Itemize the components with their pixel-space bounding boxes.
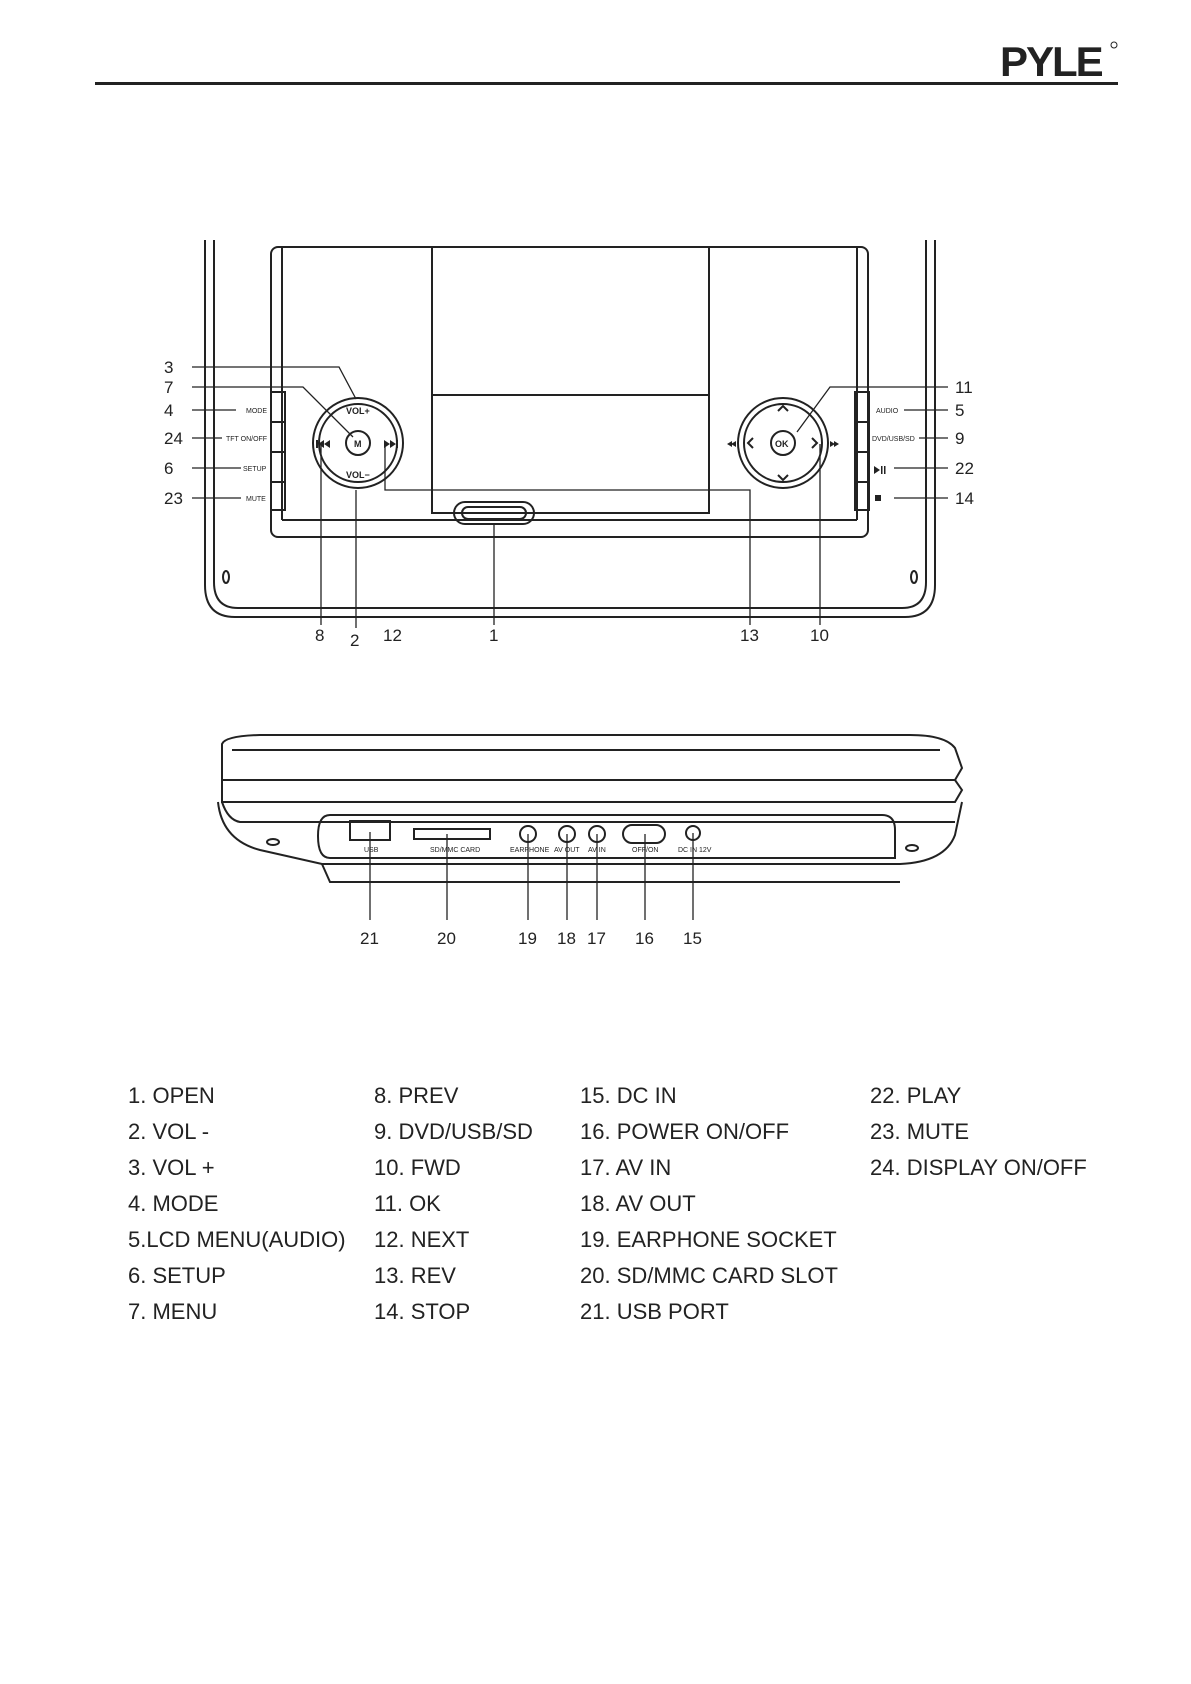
legend-item: 21. USB PORT — [580, 1299, 729, 1324]
legend-column-1: 1. OPEN 2. VOL - 3. VOL + 4. MODE 5.LCD … — [128, 1078, 346, 1330]
callout-19: 19 — [518, 929, 537, 948]
callout-10: 10 — [810, 626, 829, 645]
callout-17: 17 — [587, 929, 606, 948]
callout-7: 7 — [164, 378, 173, 397]
callout-21: 21 — [360, 929, 379, 948]
callout-20: 20 — [437, 929, 456, 948]
legend-item: 22. PLAY — [870, 1083, 962, 1108]
registered-mark — [1110, 41, 1118, 49]
av-in-label: AV IN — [588, 847, 606, 854]
legend-item: 14. STOP — [374, 1299, 471, 1324]
callout-16: 16 — [635, 929, 654, 948]
legend-item: 17. AV IN — [580, 1155, 672, 1180]
callout-4: 4 — [164, 401, 173, 420]
legend-item: 23. MUTE — [870, 1119, 970, 1144]
side-leader-lines — [369, 832, 694, 920]
legend-item: 11. OK — [374, 1191, 441, 1216]
legend-column-2: 8. PREV 9. DVD/USB/SD 10. FWD 11. OK 12.… — [374, 1078, 533, 1330]
callout-22: 22 — [955, 459, 974, 478]
stop-icon — [875, 495, 881, 501]
mode-label: MODE — [246, 408, 267, 415]
callout-14: 14 — [955, 489, 974, 508]
legend-item: 9. DVD/USB/SD — [374, 1119, 533, 1144]
legend-item: 5.LCD MENU(AUDIO) — [128, 1227, 346, 1252]
legend-item: 8. PREV — [374, 1083, 459, 1108]
callout-9: 9 — [955, 429, 964, 448]
callout-15: 15 — [683, 929, 702, 948]
callout-5: 5 — [955, 401, 964, 420]
vol-plus-label: VOL+ — [346, 406, 370, 416]
callout-3: 3 — [164, 358, 173, 377]
front-view-diagram — [204, 240, 936, 618]
callout-13: 13 — [740, 626, 759, 645]
dc-in-label: DC IN 12V — [678, 847, 712, 854]
callout-2: 2 — [350, 631, 359, 650]
header-rule — [95, 82, 1118, 85]
legend-item: 2. VOL - — [128, 1119, 210, 1144]
vol-minus-label: VOL− — [346, 470, 370, 480]
ok-button-label: OK — [775, 439, 789, 449]
legend-item: 15. DC IN — [580, 1083, 677, 1108]
legend-item: 1. OPEN — [128, 1083, 215, 1108]
setup-label: SETUP — [243, 466, 267, 473]
parts-legend: 1. OPEN 2. VOL - 3. VOL + 4. MODE 5.LCD … — [0, 1078, 1191, 1338]
dvd-usb-sd-label: DVD/USB/SD — [872, 436, 915, 443]
legend-item: 24. DISPLAY ON/OFF — [870, 1155, 1087, 1180]
usb-port-label: USB — [364, 847, 379, 854]
legend-item: 3. VOL + — [128, 1155, 215, 1180]
rev-icon — [727, 441, 732, 447]
legend-column-3: 15. DC IN 16. POWER ON/OFF 17. AV IN 18.… — [580, 1078, 838, 1330]
legend-item: 13. REV — [374, 1263, 456, 1288]
callout-23: 23 — [164, 489, 183, 508]
card-slot-label: SD/MMC CARD — [430, 847, 480, 854]
play-icon — [874, 466, 880, 474]
logo-text: PYLE — [1000, 38, 1103, 82]
mute-label: MUTE — [246, 496, 266, 503]
pyle-logo: PYLE — [1000, 38, 1118, 82]
tft-onoff-label: TFT ON/OFF — [226, 436, 267, 443]
legend-item: 7. MENU — [128, 1299, 218, 1324]
av-out-label: AV OUT — [554, 847, 580, 854]
legend-item: 6. SETUP — [128, 1263, 226, 1288]
power-switch-label: OFF/ON — [632, 847, 658, 854]
callout-1: 1 — [489, 626, 498, 645]
legend-item: 18. AV OUT — [580, 1191, 696, 1216]
menu-button-label: M — [354, 439, 362, 449]
legend-item: 10. FWD — [374, 1155, 461, 1180]
front-leader-lines — [192, 366, 948, 628]
player-diagrams: MODE TFT ON/OFF SETUP MUTE AUDIO DVD/USB… — [164, 240, 974, 948]
callout-8: 8 — [315, 626, 324, 645]
callout-18: 18 — [557, 929, 576, 948]
legend-column-4: 22. PLAY 23. MUTE 24. DISPLAY ON/OFF — [870, 1078, 1087, 1186]
callout-24: 24 — [164, 429, 183, 448]
callout-11: 11 — [955, 378, 973, 397]
callout-6: 6 — [164, 459, 173, 478]
legend-item: 4. MODE — [128, 1191, 219, 1216]
audio-label: AUDIO — [876, 408, 899, 415]
earphone-label: EARPHONE — [510, 847, 550, 854]
legend-item: 19. EARPHONE SOCKET — [580, 1227, 837, 1252]
fwd-icon — [830, 441, 835, 447]
callout-12: 12 — [383, 626, 402, 645]
legend-item: 12. NEXT — [374, 1227, 470, 1252]
side-view-diagram — [217, 734, 964, 883]
legend-item: 20. SD/MMC CARD SLOT — [580, 1263, 838, 1288]
legend-item: 16. POWER ON/OFF — [580, 1119, 790, 1144]
